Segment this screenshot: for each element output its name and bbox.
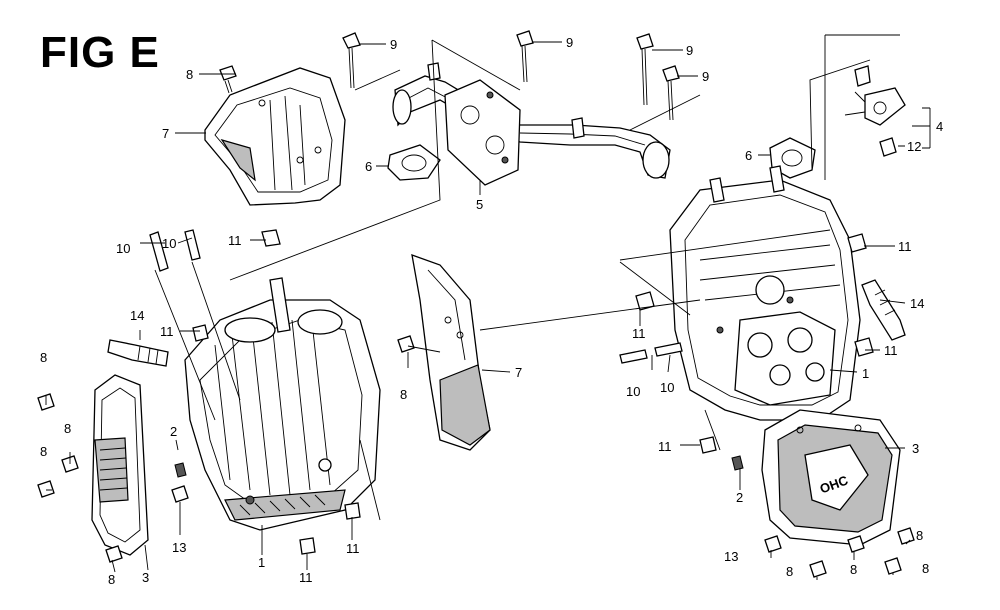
studs-10-right bbox=[619, 342, 683, 364]
callout-9: 9 bbox=[566, 35, 573, 50]
callout-11: 11 bbox=[160, 324, 174, 339]
reference-lines bbox=[154, 39, 871, 521]
callout-14: 14 bbox=[130, 308, 144, 323]
bolt-8-middle bbox=[397, 335, 441, 353]
callout-8: 8 bbox=[916, 528, 923, 543]
valve-cover-right bbox=[761, 409, 901, 546]
gasket-6-left bbox=[387, 144, 441, 181]
callout-10: 10 bbox=[660, 380, 674, 395]
callout-12: 12 bbox=[907, 139, 921, 154]
nuts-11-right bbox=[635, 233, 874, 454]
callout-8: 8 bbox=[850, 562, 857, 577]
spark-plug-left bbox=[107, 339, 169, 367]
nuts-11-left bbox=[192, 229, 361, 555]
callout-1: 1 bbox=[258, 555, 265, 570]
callout-7: 7 bbox=[515, 365, 522, 380]
bolts-9 bbox=[342, 30, 680, 121]
bolt-8-top bbox=[219, 65, 237, 94]
callout-3: 3 bbox=[912, 441, 919, 456]
callout-8: 8 bbox=[64, 421, 71, 436]
cylinder-head-right bbox=[669, 165, 861, 421]
shroud-middle bbox=[411, 254, 491, 451]
callout-7: 7 bbox=[162, 126, 169, 141]
breather-inset bbox=[824, 34, 931, 180]
callout-13: 13 bbox=[724, 549, 738, 564]
callout-9: 9 bbox=[702, 69, 709, 84]
cylinder-head-left bbox=[184, 277, 381, 531]
callout-8: 8 bbox=[40, 350, 47, 365]
spark-plug-right bbox=[861, 279, 906, 341]
callout-8: 8 bbox=[922, 561, 929, 576]
callout-11: 11 bbox=[228, 233, 242, 248]
parts-2-13-left bbox=[171, 462, 189, 503]
studs-10-left bbox=[149, 229, 201, 272]
callout-6: 6 bbox=[745, 148, 752, 163]
callout-11: 11 bbox=[346, 541, 360, 556]
part-2-right bbox=[731, 455, 744, 471]
callout-8: 8 bbox=[40, 444, 47, 459]
callout-8: 8 bbox=[108, 572, 115, 587]
callout-8: 8 bbox=[786, 564, 793, 579]
bolts-8-left bbox=[37, 393, 123, 563]
callout-11: 11 bbox=[632, 326, 646, 341]
callout-9: 9 bbox=[686, 43, 693, 58]
callout-11: 11 bbox=[658, 439, 672, 454]
figure-title: FIG E bbox=[40, 28, 160, 77]
intake-manifold bbox=[392, 62, 671, 186]
callout-2: 2 bbox=[736, 490, 743, 505]
callout-13: 13 bbox=[172, 540, 186, 555]
callout-8: 8 bbox=[186, 67, 193, 82]
callout-11: 11 bbox=[884, 343, 898, 358]
callout-10: 10 bbox=[626, 384, 640, 399]
callout-11: 11 bbox=[299, 570, 313, 585]
callout-9: 9 bbox=[390, 37, 397, 52]
valve-cover-left bbox=[91, 374, 149, 556]
callout-14: 14 bbox=[910, 296, 924, 311]
upper-shroud-left bbox=[204, 67, 346, 206]
callout-3: 3 bbox=[142, 570, 149, 585]
callout-5: 5 bbox=[476, 197, 483, 212]
callouts: 9 9 9 9 8 7 6 5 6 4 12 11 10 10 11 14 11… bbox=[40, 35, 943, 587]
callout-1: 1 bbox=[862, 366, 869, 381]
callout-11: 11 bbox=[898, 239, 912, 254]
callout-10: 10 bbox=[162, 236, 176, 251]
callout-4: 4 bbox=[936, 119, 943, 134]
callout-2: 2 bbox=[170, 424, 177, 439]
callout-10: 10 bbox=[116, 241, 130, 256]
callout-6: 6 bbox=[365, 159, 372, 174]
callout-8: 8 bbox=[400, 387, 407, 402]
